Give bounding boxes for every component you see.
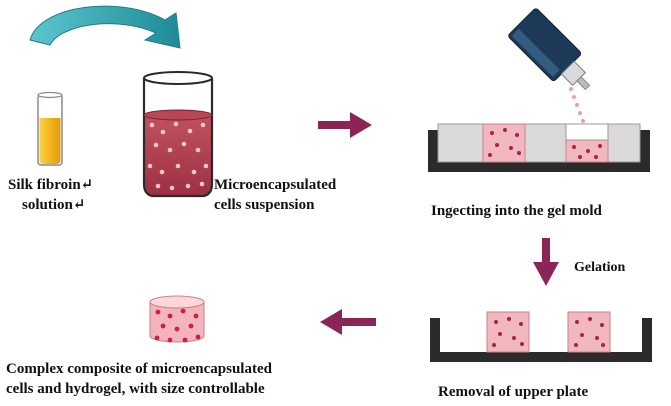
silk-fibroin-label-line1: Silk fibroin↵ xyxy=(8,177,93,193)
silk-fibroin-label-line2: solution↵ xyxy=(22,197,85,213)
composite-cylinder-icon xyxy=(149,295,205,343)
injecting-label: Ingecting into the gel mold xyxy=(431,203,602,219)
complex-composite-label-line1: Complex composite of microencapsulated xyxy=(6,361,273,377)
microencapsulated-label-line2: cells suspension xyxy=(214,197,315,213)
arrow-right-icon xyxy=(318,112,372,138)
droplets-icon xyxy=(569,87,585,123)
gel-mold-open-icon xyxy=(430,311,652,362)
curved-arrow-icon xyxy=(29,5,181,49)
arrow-down-icon xyxy=(533,238,559,286)
complex-composite-label-line2: cells and hydrogel, with size controllab… xyxy=(6,381,265,397)
beaker-icon xyxy=(142,71,214,198)
injector-icon xyxy=(508,8,591,91)
gel-mold-with-plate-icon xyxy=(428,123,650,172)
arrow-left-icon xyxy=(320,309,376,335)
gelation-label: Gelation xyxy=(574,260,626,275)
removal-label: Removal of upper plate xyxy=(438,384,588,400)
microencapsulated-label-line1: Microencapsulated xyxy=(214,177,337,193)
silk-fibroin-tube-icon xyxy=(37,91,63,166)
